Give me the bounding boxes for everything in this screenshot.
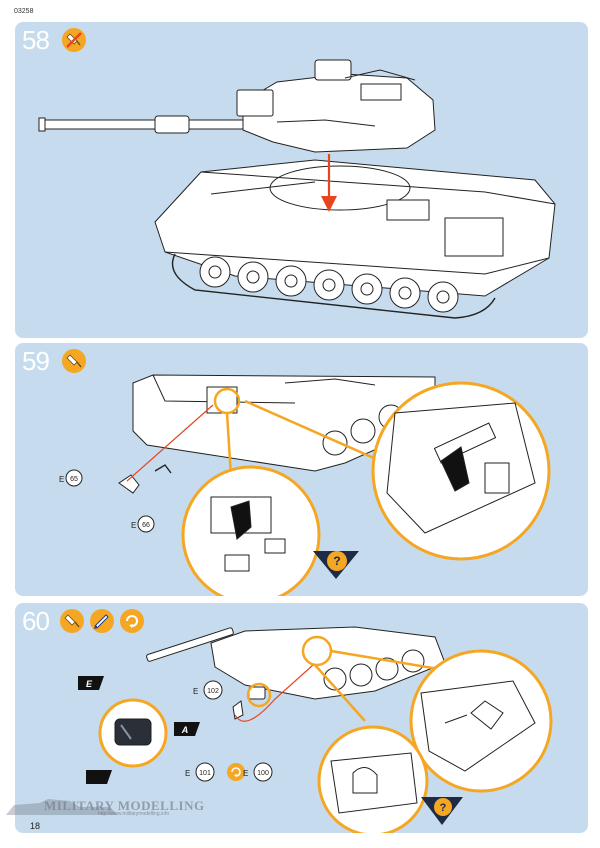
step-number: 60	[22, 606, 50, 636]
glue-icon	[60, 609, 84, 633]
part-callout-e65: E 65	[59, 469, 83, 487]
part-callout-e100: E 100	[243, 762, 273, 782]
sprue-tag-a: A	[174, 722, 200, 736]
rear-hull-hook-illustration: ?	[118, 374, 551, 596]
part-callout-e102: E 102	[193, 680, 223, 700]
sprue-letter: E	[243, 769, 248, 778]
part-callout-e101: E 101	[185, 762, 215, 782]
part-number: 100	[257, 770, 269, 777]
page-number: 18	[30, 821, 41, 831]
document-code: 03258	[14, 8, 34, 15]
part-number: 66	[142, 522, 150, 529]
step-59-panel: 59	[15, 343, 588, 596]
step-number: 58	[22, 25, 50, 55]
sprue-letter: E	[185, 769, 190, 778]
watermark-title: MILITARY MODELLING	[44, 798, 205, 813]
watermark-url: http://www.militarymodelling.info	[98, 811, 170, 817]
no-glue-icon	[62, 28, 86, 52]
watermark-tank-silhouette	[6, 799, 118, 815]
step-60-panel: 60	[15, 603, 588, 833]
sprue-tag-label: A	[181, 725, 189, 735]
paint-brush-icon	[90, 609, 114, 633]
part-number: 101	[199, 770, 211, 777]
repeat-icon	[227, 763, 245, 781]
help-symbol-icon: ?	[313, 551, 359, 579]
svg-text:?: ?	[440, 802, 447, 814]
tank-turret-assembly-illustration	[38, 59, 556, 319]
part-callout-e66: E 66	[131, 515, 155, 533]
sprue-tag-e: E	[78, 676, 104, 690]
step-58-panel: 58	[15, 22, 588, 338]
sprue-letter: E	[131, 521, 136, 530]
svg-text:?: ?	[333, 554, 340, 568]
step-number: 59	[22, 346, 50, 376]
repeat-icon	[120, 609, 144, 633]
sprue-tag-e-bottom	[86, 770, 112, 784]
sprue-tag-label: E	[86, 679, 93, 689]
help-symbol-icon: ?	[421, 797, 463, 825]
glue-icon	[62, 349, 86, 373]
sprue-letter: E	[193, 687, 198, 696]
periscope-assembly-illustration: ?	[98, 626, 553, 833]
part-number: 102	[207, 688, 219, 695]
sprue-letter: E	[59, 475, 64, 484]
part-number: 65	[70, 476, 78, 483]
